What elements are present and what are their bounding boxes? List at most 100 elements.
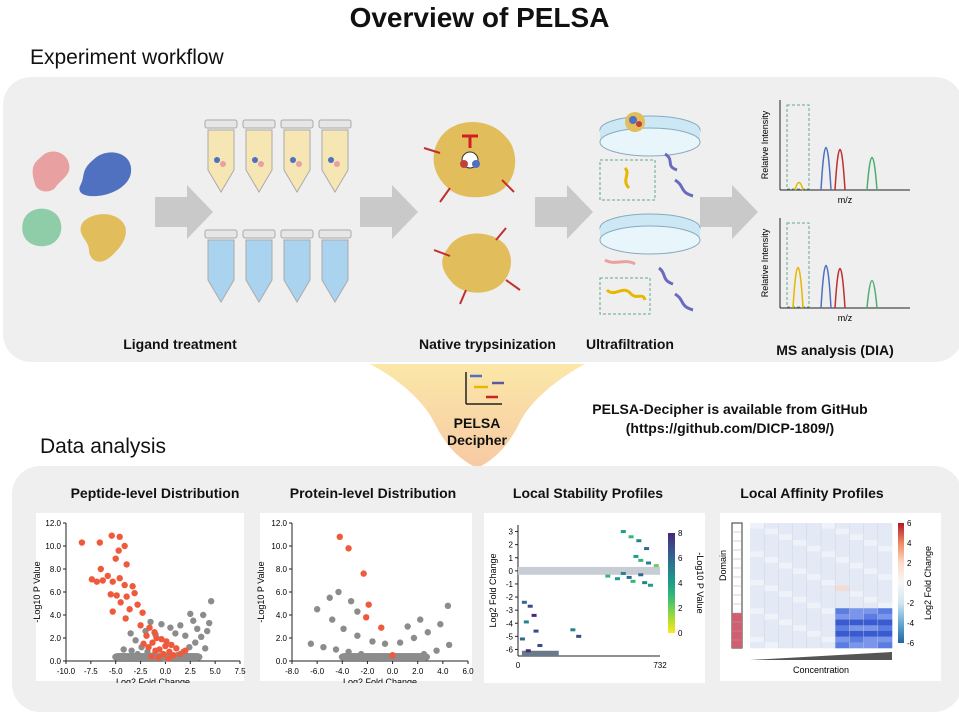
heatmap-cell xyxy=(778,608,793,615)
heatmap-cell xyxy=(778,562,793,569)
y-tick-label: 2.0 xyxy=(50,634,62,643)
y-axis-label: Domain xyxy=(718,550,728,581)
heatmap-cell xyxy=(821,630,836,637)
heatmap-cell xyxy=(792,579,808,586)
background-point xyxy=(340,625,347,632)
heatmap-cell xyxy=(849,557,864,564)
heatmap-cell xyxy=(877,613,893,620)
arrow-icon xyxy=(360,185,418,239)
heatmap-cell xyxy=(835,625,850,632)
heatmap-cell xyxy=(764,619,779,626)
colorbar-label: -Log10 P Value xyxy=(695,552,705,613)
concentration-ramp xyxy=(750,652,892,660)
heatmap-cell xyxy=(792,534,808,541)
stability-segment xyxy=(633,554,639,558)
significant-point xyxy=(146,624,153,631)
y-tick-label: 8.0 xyxy=(50,565,62,574)
heatmap-cell xyxy=(778,551,793,558)
heatmap-cell xyxy=(792,551,808,558)
background-point xyxy=(307,640,315,647)
significant-point xyxy=(117,599,124,606)
heatmap-cell xyxy=(877,608,893,615)
colorbar-tick-label: 8 xyxy=(678,529,683,538)
heatmap-cell xyxy=(835,528,850,535)
stability-segment xyxy=(638,558,644,562)
heatmap-cell xyxy=(863,551,879,558)
significant-point xyxy=(153,634,160,642)
heatmap-cell xyxy=(778,625,793,632)
heatmap-cell xyxy=(863,528,879,535)
heatmap-cell xyxy=(792,591,808,598)
heatmap-cell xyxy=(750,625,765,632)
step-label-ms: MS analysis (DIA) xyxy=(776,342,894,358)
significant-point xyxy=(173,645,180,652)
y-tick-label: 4.0 xyxy=(276,611,288,620)
ms-spectra: Relative Intensity m/z Relative Intensit… xyxy=(760,100,910,323)
background-point xyxy=(437,621,444,628)
significant-point xyxy=(112,555,119,562)
proteins-illustration xyxy=(22,151,132,262)
heatmap-cell xyxy=(849,585,864,592)
y-tick-label: -5 xyxy=(506,632,514,641)
github-link[interactable]: (https://github.com/DICP-1809/) xyxy=(625,420,835,436)
heatmap-cell xyxy=(750,619,765,626)
significant-point xyxy=(143,632,150,639)
heatmap-cell xyxy=(750,642,765,649)
significant-point xyxy=(116,533,123,540)
heatmap-cell xyxy=(821,602,836,609)
x-tick-label: 6.0 xyxy=(462,667,474,676)
heatmap-cell xyxy=(863,602,879,609)
protein-blue-icon xyxy=(79,152,132,197)
heatmap-cell xyxy=(806,579,822,586)
heatmap-cell xyxy=(778,579,793,586)
heatmap-cell xyxy=(750,630,765,637)
x-tick-label: 2.0 xyxy=(412,667,424,676)
colorbar-tick-label: 6 xyxy=(678,554,683,563)
x-tick-label: -6.0 xyxy=(310,667,324,676)
colorbar-tick-label: 2 xyxy=(678,604,683,613)
heatmap-cell xyxy=(778,568,793,575)
heatmap-cell xyxy=(821,557,836,564)
background-point xyxy=(326,594,333,601)
heatmap-cell xyxy=(835,574,850,581)
ligand-tubes xyxy=(204,119,352,193)
heatmap-cell xyxy=(849,523,864,529)
heatmap-cell xyxy=(863,562,879,569)
heatmap-cell xyxy=(849,540,864,547)
significant-point xyxy=(104,572,111,580)
x-axis-label: Log2 Fold Change xyxy=(116,677,190,683)
heatmap-cell xyxy=(835,636,850,643)
heatmap-cell xyxy=(778,585,793,592)
heatmap-cell xyxy=(821,528,836,535)
background-point xyxy=(127,630,134,637)
heatmap-cell xyxy=(835,591,850,598)
heatmap-cell xyxy=(764,613,779,620)
significant-point xyxy=(107,591,114,598)
background-point xyxy=(420,650,428,658)
stability-segment xyxy=(519,637,525,641)
ultrafiltration-illustration xyxy=(599,112,701,315)
significant-point xyxy=(152,647,159,654)
colorbar-tick-label: 0 xyxy=(678,629,683,638)
heatmap-cell xyxy=(821,619,836,626)
heatmap-cell xyxy=(764,574,779,581)
significant-point xyxy=(170,652,177,659)
stability-segment xyxy=(570,628,576,632)
heatmap-cell xyxy=(750,545,765,552)
heatmap-cell xyxy=(877,545,893,552)
heatmap-cell xyxy=(764,636,779,643)
background-point xyxy=(190,653,203,661)
y-tick-label: -3 xyxy=(506,606,514,615)
heatmap-cell xyxy=(877,534,893,541)
heatmap-cell xyxy=(764,528,779,535)
heatmap-cell xyxy=(863,619,879,626)
significant-point xyxy=(160,650,167,658)
x-tick-label: -4.0 xyxy=(335,667,349,676)
heatmap-cell xyxy=(835,562,850,569)
heatmap-cell xyxy=(764,562,779,569)
heatmap-cell xyxy=(764,602,779,609)
stability-segment xyxy=(620,530,626,534)
heatmap-cell xyxy=(778,636,793,643)
heatmap-cell xyxy=(764,523,779,529)
